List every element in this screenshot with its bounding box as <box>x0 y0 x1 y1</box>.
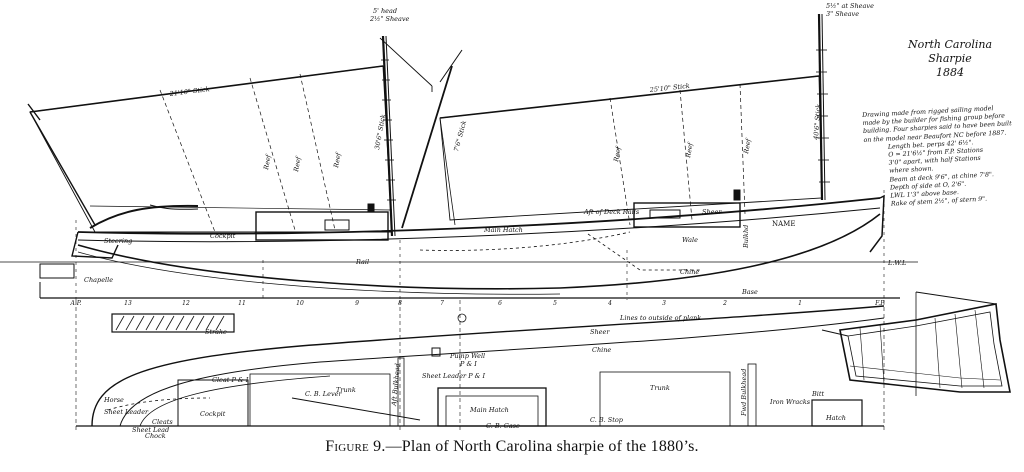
label-sprit-aft: 21'10" Stick <box>168 85 210 98</box>
sail-plan <box>27 13 830 237</box>
label-cockpit-plan: Cockpit <box>200 410 226 418</box>
label-reef-5: Reef <box>684 141 695 160</box>
body-plan-section <box>821 291 1011 396</box>
label-main-hatch-plan: Main Hatch <box>469 406 509 414</box>
label-trunk-aft: Trunk <box>336 386 356 394</box>
label-mast-fore: 40'6" Stick <box>812 104 823 142</box>
station-number: 1 <box>798 300 802 307</box>
label-plan-chine: Chine <box>592 346 611 354</box>
label-aft-deck-rail: Aft of Deck Rails <box>583 208 640 216</box>
label-fore-top: 5' head <box>373 7 397 15</box>
figure-number: Figure 9. <box>325 438 386 455</box>
deck-plan <box>75 300 885 430</box>
label-hatch: Hatch <box>825 414 846 422</box>
station-number: 2 <box>722 300 727 307</box>
label-steering: Steering <box>104 237 132 245</box>
label-strake: Strake <box>205 328 227 336</box>
figure-caption-text: —Plan of North Carolina sharpie of the 1… <box>385 438 699 455</box>
label-cockpit: Cockpit <box>210 232 236 240</box>
station-number: 13 <box>124 300 132 307</box>
station-number: 11 <box>238 300 246 307</box>
label-irons: Iron Wracks <box>769 398 811 406</box>
label-cleats: Cleats <box>152 418 173 426</box>
label-sheet-lead: Sheet Lead <box>132 426 169 434</box>
label-lines-note: Lines to outside of plank <box>619 314 701 322</box>
label-chine-profile: Chine <box>680 268 699 276</box>
label-plan-sheer: Sheer <box>590 328 610 336</box>
label-main-hatch-profile: Main Hatch <box>483 226 523 234</box>
label-base: Base <box>741 288 758 296</box>
station-number: 12 <box>182 300 190 307</box>
label-sheer-profile: Sheer <box>702 208 722 216</box>
label-pump-well2: P & I <box>459 360 477 368</box>
label-reef-3: Reef <box>262 153 273 172</box>
label-sheet-leader-plan: Sheet Leader P & I <box>422 372 486 380</box>
label-chock: Chock <box>145 432 166 440</box>
label-cleat: Cleat P & I <box>212 376 249 384</box>
station-number: 4 <box>607 300 612 307</box>
drawing-title: North Carolina Sharpie <box>907 38 993 65</box>
drawing-title-block: North Carolina Sharpie 1884 <box>885 38 1015 80</box>
label-chapelle: Chapelle <box>84 276 113 284</box>
station-number: A.P. <box>70 300 82 307</box>
label-main-top: 5½" at Sheave <box>826 2 874 10</box>
label-main-top2: 3" Sheave <box>826 10 859 18</box>
station-number: 3 <box>662 300 666 307</box>
label-lwl: L.W.L <box>887 259 906 267</box>
label-reef-6: Reef <box>742 137 753 156</box>
label-name: NAME <box>772 220 795 228</box>
station-number: 9 <box>355 300 359 307</box>
label-bitt: Bitt <box>811 390 824 398</box>
station-number: 6 <box>498 300 502 307</box>
label-trunk-fore: Trunk <box>650 384 670 392</box>
label-rail: Rail <box>355 258 369 266</box>
station-number: 5 <box>553 300 557 307</box>
label-club-aft: 7'6" Stick <box>452 120 468 153</box>
hull-profile <box>0 189 918 300</box>
label-cb-case: C. B. Case <box>486 422 520 430</box>
label-sheet-leader: Sheet Leader <box>104 408 149 416</box>
station-number: 7 <box>440 300 444 307</box>
label-aft-bhd: Aft Bulkhead <box>390 363 402 407</box>
station-number: 10 <box>296 300 304 307</box>
label-bulkhead: Bulkhd <box>742 225 750 249</box>
label-cb-lever: C. B. Lever <box>305 390 342 398</box>
station-number: F.P. <box>874 300 885 307</box>
label-fore-top2: 2½" Sheave <box>369 15 410 23</box>
station-number: 8 <box>398 300 402 307</box>
label-fwd-bhd: Fwd Bulkhead <box>740 369 748 417</box>
label-reef-4: Reef <box>612 145 623 164</box>
figure-caption: Figure 9.—Plan of North Carolina sharpie… <box>0 438 1024 456</box>
label-pump-well: Pump Well <box>449 352 485 360</box>
label-horse: Horse <box>103 396 124 404</box>
label-cb-stop: C. B. Stop <box>590 416 624 424</box>
label-reef-2: Reef <box>332 151 343 170</box>
label-mast-aft: 30'6" Stick <box>373 113 387 150</box>
drawing-year: 1884 <box>936 66 964 79</box>
label-wale: Wale <box>682 236 698 244</box>
label-reef-1: Reef <box>292 155 303 174</box>
